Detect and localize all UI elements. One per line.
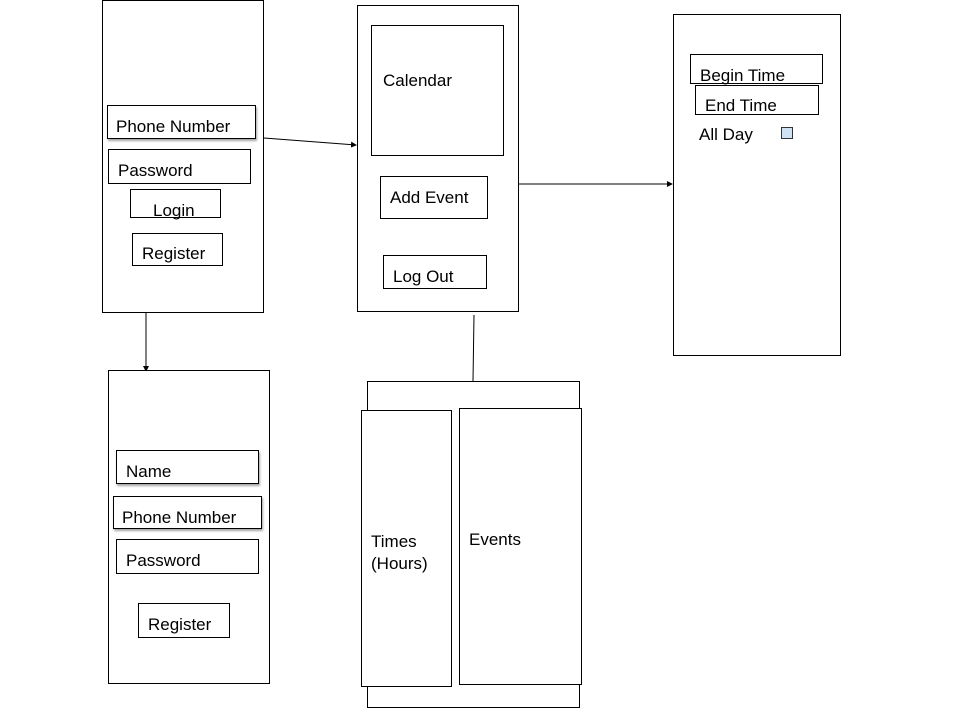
register-password-field[interactable]: Password (116, 539, 259, 574)
times-label-line2: (Hours) (371, 554, 428, 573)
events-label: Events (469, 530, 521, 549)
login-screen: Phone Number Password Login Register (102, 0, 264, 313)
phone-number-label: Phone Number (116, 117, 231, 136)
calendar-view[interactable]: Calendar (371, 25, 504, 156)
register-button[interactable]: Register (132, 233, 223, 266)
events-column[interactable]: Events (459, 408, 582, 685)
times-label-line1: Times (371, 532, 417, 551)
register-submit-label: Register (148, 615, 212, 634)
add-event-label: Add Event (390, 188, 469, 207)
end-time-label: End Time (705, 96, 777, 115)
login-button[interactable]: Login (130, 189, 221, 220)
phone-number-field[interactable]: Phone Number (107, 105, 256, 139)
event-detail-screen: Begin Time End Time All Day (673, 14, 841, 356)
arrow-login-to-home (263, 137, 357, 148)
register-phone-number-field[interactable]: Phone Number (113, 496, 262, 529)
name-label: Name (126, 462, 172, 481)
register-submit-button[interactable]: Register (138, 603, 230, 638)
password-field[interactable]: Password (108, 149, 251, 184)
times-column: Times (Hours) (361, 410, 452, 687)
line-home-to-day (472, 314, 475, 382)
calendar-label: Calendar (383, 71, 452, 90)
register-password-label: Password (126, 551, 201, 570)
end-time-field[interactable]: End Time (695, 85, 819, 115)
all-day-label: All Day (699, 125, 753, 144)
register-phone-number-label: Phone Number (122, 508, 237, 527)
log-out-button[interactable]: Log Out (383, 255, 487, 289)
register-label: Register (142, 244, 206, 263)
begin-time-label: Begin Time (700, 66, 786, 85)
register-screen: Name Phone Number Password Register (108, 370, 270, 684)
log-out-label: Log Out (393, 267, 454, 286)
password-label: Password (118, 161, 193, 180)
add-event-button[interactable]: Add Event (380, 176, 488, 219)
login-label: Login (153, 201, 195, 220)
home-screen: Calendar Add Event Log Out (357, 5, 519, 312)
begin-time-field[interactable]: Begin Time (690, 54, 823, 85)
name-field[interactable]: Name (116, 450, 259, 484)
all-day-checkbox[interactable] (781, 127, 793, 139)
